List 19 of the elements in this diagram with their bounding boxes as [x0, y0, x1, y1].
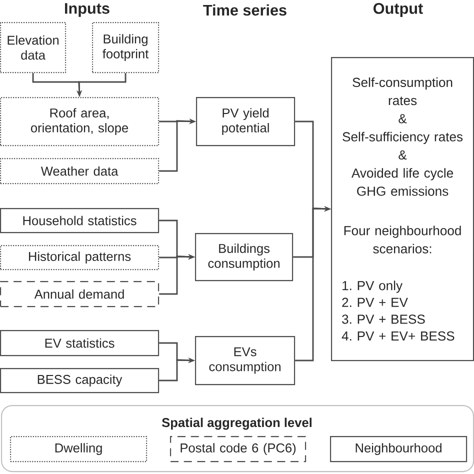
input-box: Postal code 6 (PC6): [170, 436, 306, 462]
input-box: Building footprint: [92, 22, 160, 74]
process-box: BESS capacity: [0, 368, 160, 394]
process-box: EVs consumption: [195, 336, 296, 386]
process-box: Buildings consumption: [195, 233, 294, 282]
process-box: Household statistics: [0, 208, 160, 234]
column-heading: Inputs: [65, 3, 110, 17]
output-box: Self-consumption rates & Self-sufficiency rates & Avoided life cycle GHG emissions Four neighbourhood scenarios: 1. PV only 2. PV + EV 3. PV + BESS 4. PV + EV+ BESS: [331, 57, 474, 362]
input-box: Historical patterns: [0, 245, 160, 270]
process-box: EV statistics: [0, 330, 160, 356]
process-box: Neighbourhood: [330, 436, 468, 462]
process-box: PV yield potential: [196, 97, 296, 146]
input-box: Dwelling: [10, 436, 148, 462]
input-box: Annual demand: [0, 281, 160, 308]
input-box: Elevation data: [0, 22, 66, 74]
column-heading: Time series: [203, 4, 286, 16]
input-box: Roof area, orientation, slope: [0, 97, 160, 146]
input-box: Weather data: [0, 158, 160, 184]
column-heading: Output: [374, 3, 423, 17]
